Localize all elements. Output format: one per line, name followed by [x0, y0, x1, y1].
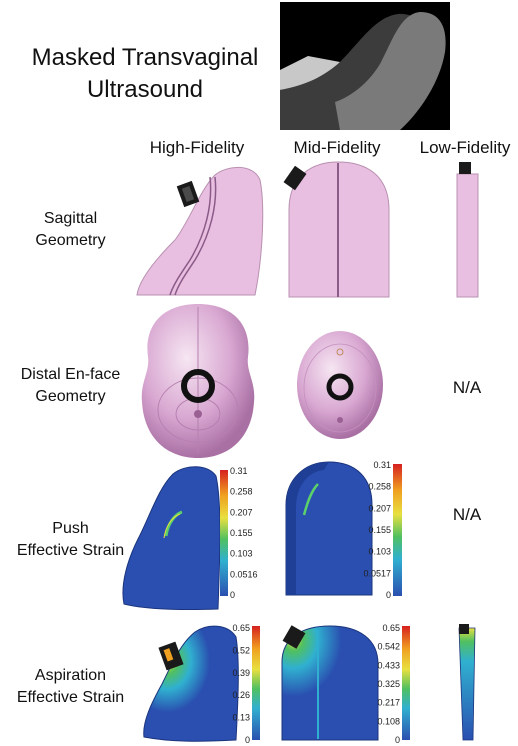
colorbar-tick-label: 0.65	[382, 623, 400, 633]
colorbar-tick-label: 0.39	[232, 668, 250, 678]
push-high-model	[122, 466, 221, 610]
push-mid-model	[285, 461, 373, 596]
asp-high-colorbar: 0.65 0.52 0.39 0.26 0.13 0	[232, 623, 260, 745]
colorbar-tick-label: 0.65	[232, 623, 250, 633]
asp-high-colorbar-bar	[252, 626, 260, 740]
colorbar-tick-label: 0.13	[232, 713, 250, 723]
colorbar-tick-label: 0.155	[230, 528, 253, 538]
col-header-mid: Mid-Fidelity	[293, 138, 381, 157]
asp-high-model	[143, 625, 239, 742]
push-high-colorbar-bar	[220, 470, 228, 596]
sagittal-high-model	[136, 166, 264, 296]
colorbar-tick-label: 0.0516	[230, 569, 258, 579]
enface-high-model	[141, 304, 255, 458]
colorbar-tick-label: 0.207	[230, 507, 253, 517]
push-high-colorbar: 0.31 0.258 0.207 0.155 0.103 0.0516 0	[220, 466, 258, 600]
colorbar-tick-label: 0	[395, 735, 400, 745]
colorbar-tick-label: 0.155	[368, 525, 391, 535]
col-header-high: High-Fidelity	[149, 138, 245, 157]
na-enface-low: N/A	[452, 378, 482, 397]
title-line-1: Masked Transvaginal	[31, 44, 259, 71]
colorbar-tick-label: 0.52	[232, 645, 250, 655]
col-header-low: Low-Fidelity	[419, 138, 511, 157]
colorbar-tick-label: 0.108	[377, 716, 400, 726]
na-push-low: N/A	[452, 505, 482, 524]
colorbar-tick-label: 0.325	[377, 679, 400, 689]
figure-title: Masked Transvaginal Ultrasound	[10, 42, 280, 106]
colorbar-tick-label: 0.433	[377, 660, 400, 670]
colorbar-tick-label: 0	[386, 590, 391, 600]
asp-low-model	[458, 624, 476, 741]
colorbar-tick-label: 0.207	[368, 503, 391, 513]
colorbar-tick-label: 0.217	[377, 698, 400, 708]
push-mid-colorbar: 0.31 0.258 0.207 0.155 0.103 0.0517 0	[363, 460, 402, 600]
colorbar-tick-label: 0.258	[230, 487, 253, 497]
colorbar-tick-label: 0.31	[373, 460, 391, 470]
colorbar-tick-label: 0	[230, 590, 235, 600]
sagittal-mid-model	[283, 161, 390, 298]
colorbar-tick-label: 0.31	[230, 466, 248, 476]
masked-ultrasound-image	[280, 2, 450, 130]
asp-mid-colorbar: 0.65 0.542 0.433 0.325 0.217 0.108 0	[377, 623, 410, 745]
title-line-2: Ultrasound	[86, 76, 204, 103]
colorbar-tick-label: 0.26	[232, 690, 250, 700]
colorbar-tick-label: 0.0517	[363, 568, 391, 578]
push-mid-colorbar-bar	[393, 464, 402, 596]
colorbar-tick-label: 0	[245, 735, 250, 745]
asp-mid-model	[281, 625, 379, 741]
colorbar-tick-label: 0.103	[230, 549, 253, 559]
sagittal-low-model	[456, 162, 479, 298]
enface-mid-model	[297, 331, 383, 439]
colorbar-tick-label: 0.542	[377, 642, 400, 652]
colorbar-tick-label: 0.258	[368, 482, 391, 492]
colorbar-tick-label: 0.103	[368, 547, 391, 557]
asp-mid-colorbar-bar	[402, 626, 410, 740]
